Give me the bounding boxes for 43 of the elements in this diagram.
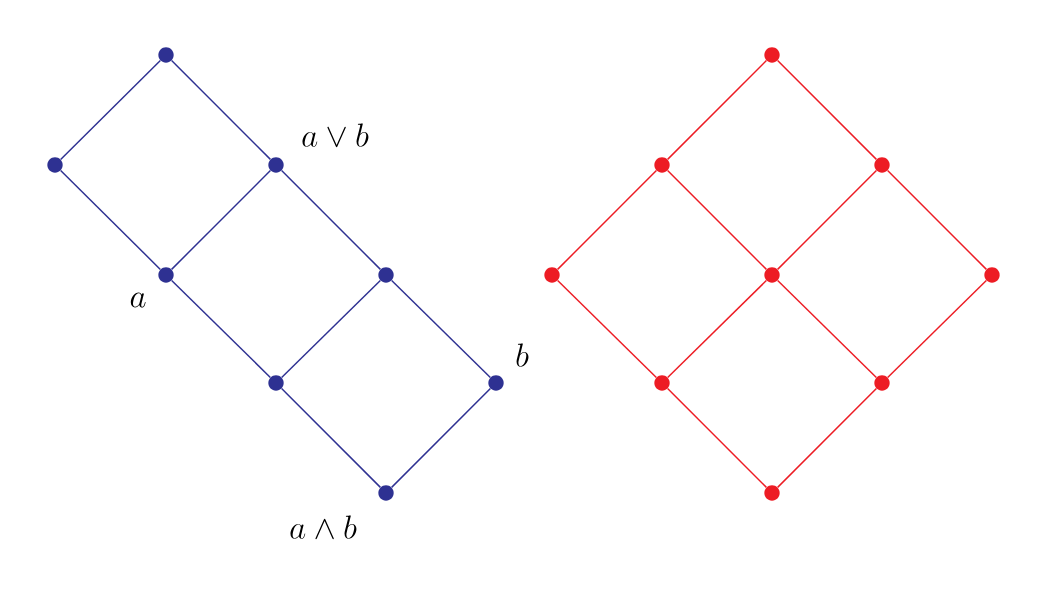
line: [280, 169, 382, 271]
point-label: $a \wedge b$: [290, 515, 357, 540]
lattice-point: [874, 157, 890, 173]
line: [59, 169, 162, 271]
point-label: $a \vee b$: [302, 123, 369, 148]
lattice-point: [764, 267, 780, 283]
line: [170, 279, 272, 379]
lattice-point: [654, 375, 670, 391]
point-label: $b$: [516, 343, 529, 367]
lattice-point: [158, 267, 174, 283]
line: [886, 279, 988, 379]
line: [280, 279, 382, 379]
line: [776, 387, 878, 489]
lattice-point: [544, 267, 560, 283]
line: [666, 279, 768, 379]
lattice-point: [268, 157, 284, 173]
line: [170, 59, 272, 161]
lattice-point: [654, 157, 670, 173]
lattice-point: [764, 47, 780, 63]
line: [886, 169, 988, 271]
line: [776, 279, 878, 379]
line: [280, 387, 382, 489]
lattice-point: [378, 267, 394, 283]
lattice-point: [47, 157, 63, 173]
lattice-point: [268, 375, 284, 391]
lattice-point: [378, 485, 394, 501]
line: [776, 59, 878, 161]
line: [556, 279, 658, 379]
lattice-point: [874, 375, 890, 391]
lattice-point: [764, 485, 780, 501]
line: [666, 169, 768, 271]
lattice-point: [984, 267, 1000, 283]
line: [59, 59, 162, 161]
line: [776, 169, 878, 271]
line: [390, 387, 492, 489]
line: [666, 387, 768, 489]
line: [556, 169, 658, 271]
line: [170, 169, 272, 271]
line: [666, 59, 768, 161]
line: [390, 279, 492, 379]
point-label: $a$: [130, 292, 146, 308]
lattice-point: [488, 375, 504, 391]
lattice-point: [158, 47, 174, 63]
